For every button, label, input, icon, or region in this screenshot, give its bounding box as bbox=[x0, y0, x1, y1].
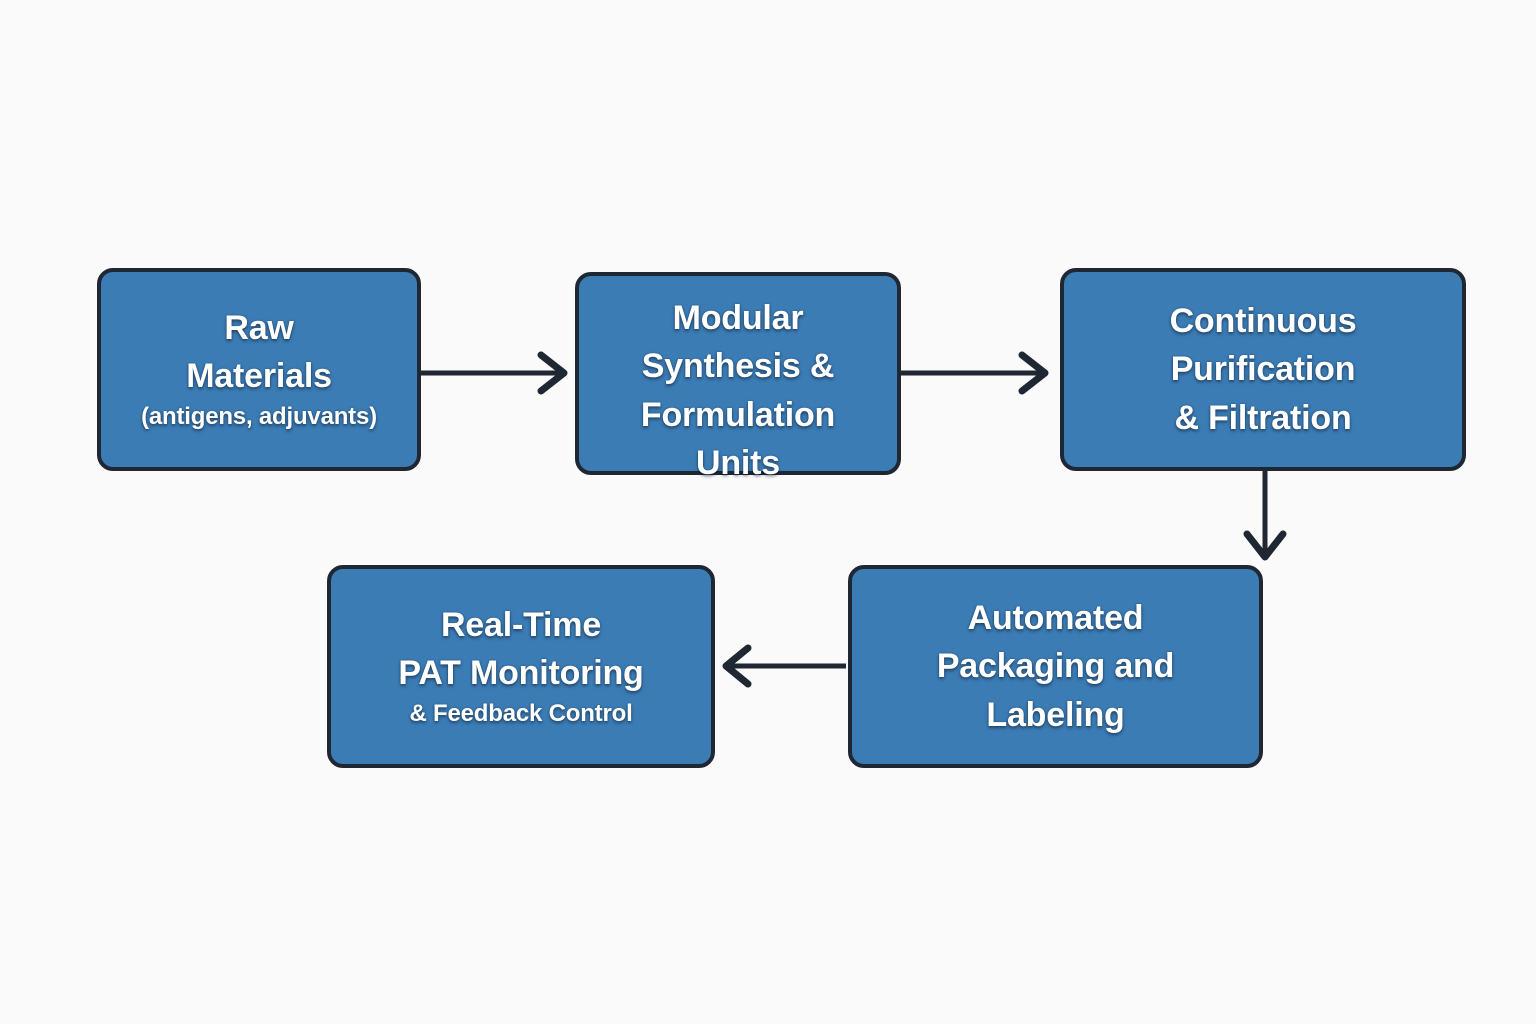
node-label-line: & Filtration bbox=[1174, 398, 1352, 437]
arrow-packaging-to-pat bbox=[722, 644, 846, 688]
arrow-purification-to-packaging bbox=[1243, 471, 1287, 561]
node-label-line: Purification bbox=[1170, 350, 1356, 389]
node-label-line: PAT Monitoring bbox=[398, 654, 644, 693]
process-node-modular-synthesis[interactable]: Modular Synthesis & Formulation Units bbox=[575, 272, 901, 482]
node-label-line: Packaging and bbox=[936, 647, 1175, 686]
process-node-automated-packaging[interactable]: Automated Packaging and Labeling bbox=[848, 565, 1263, 768]
node-label-line: Units bbox=[695, 443, 780, 482]
process-node-pat-monitoring[interactable]: Real-Time PAT Monitoring & Feedback Cont… bbox=[327, 565, 715, 768]
node-label-line: Raw bbox=[224, 308, 294, 347]
node-label-line: Synthesis & bbox=[641, 347, 835, 386]
arrow-modular-to-purification bbox=[901, 351, 1049, 395]
node-label-line: Formulation bbox=[640, 395, 836, 434]
node-label-line: & Feedback Control bbox=[409, 700, 633, 728]
node-label-line: Real-Time bbox=[440, 605, 602, 644]
node-label-line: Continuous bbox=[1169, 302, 1357, 341]
node-label-line: Materials bbox=[186, 357, 332, 396]
arrow-raw-to-modular bbox=[421, 351, 568, 395]
node-label-line: (antigens, adjuvants) bbox=[141, 403, 377, 431]
node-label-line: Labeling bbox=[986, 695, 1125, 734]
node-label-line: Automated bbox=[967, 599, 1144, 638]
process-node-raw-materials[interactable]: Raw Materials (antigens, adjuvants) bbox=[97, 268, 421, 471]
node-label-line: Modular bbox=[672, 298, 804, 337]
process-node-continuous-purification[interactable]: Continuous Purification & Filtration bbox=[1060, 268, 1466, 471]
